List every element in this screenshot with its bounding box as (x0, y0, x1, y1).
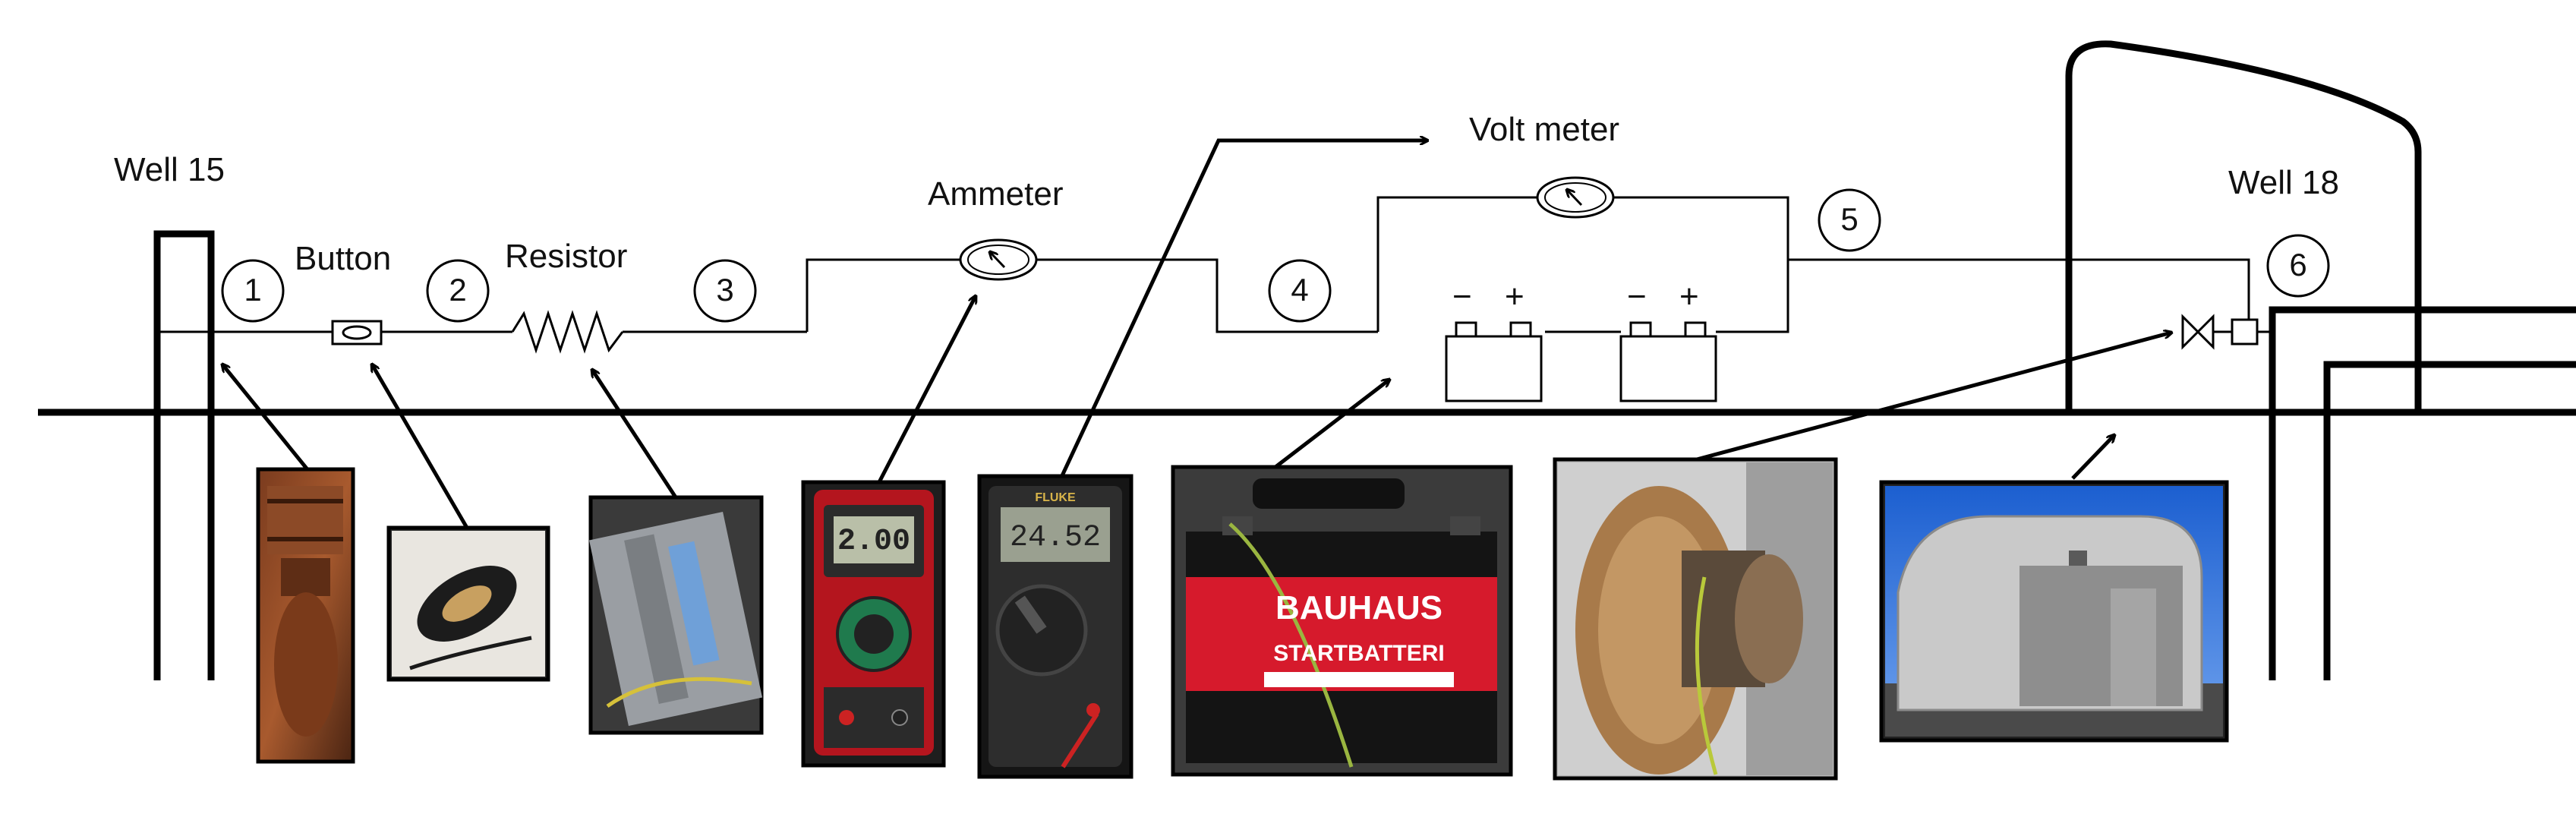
battery-2-plus: + (1679, 278, 1699, 315)
node-number: 1 (244, 272, 261, 308)
battery-1-plus: + (1505, 278, 1524, 315)
voltmeter-symbol (1536, 176, 1615, 219)
voltmeter-photo: FLUKE 24.52 (977, 474, 1134, 779)
wellhead-photo (256, 467, 355, 764)
node-marker-6: 6 (2266, 234, 2330, 298)
ammeter-photo: 2.00 (801, 480, 946, 768)
button-label: Button (295, 240, 391, 277)
resistor-label: Resistor (505, 238, 627, 275)
node-number: 2 (449, 272, 466, 308)
valve-symbol (2181, 314, 2272, 350)
node-number: 4 (1291, 272, 1308, 308)
well-18-shelter-outline (2065, 40, 2422, 412)
voltmeter-photo-display: 24.52 (1010, 521, 1101, 555)
node-marker-4: 4 (1268, 259, 1332, 323)
node-marker-1: 1 (221, 259, 285, 323)
voltmeter-photo-brand: FLUKE (1035, 491, 1076, 504)
ammeter-symbol (959, 238, 1038, 281)
battery-photo-type: STARTBATTERI (1273, 641, 1445, 666)
battery-2-minus: − (1627, 278, 1647, 315)
node-marker-3: 3 (693, 259, 757, 323)
valve-photo (1553, 457, 1838, 781)
battery-photo: BAUHAUS STARTBATTERI (1171, 465, 1513, 777)
resistor-photo (588, 495, 764, 735)
ammeter-label: Ammeter (928, 175, 1063, 213)
battery-1-symbol (1445, 321, 1543, 402)
resistor-symbol (511, 310, 624, 354)
node-number: 3 (716, 272, 733, 308)
battery-2-symbol (1619, 321, 1717, 402)
well-15-casing (153, 230, 215, 680)
shelter-photo (1879, 480, 2229, 743)
node-number: 5 (1840, 201, 1858, 237)
button-symbol (331, 320, 383, 345)
well-18-label: Well 18 (2228, 164, 2339, 201)
voltmeter-label: Volt meter (1469, 111, 1619, 148)
button-photo (386, 525, 550, 682)
well-15-label: Well 15 (114, 151, 225, 188)
pointer-arrows (222, 140, 2171, 529)
battery-photo-brand: BAUHAUS (1275, 589, 1442, 626)
node-marker-5: 5 (1818, 188, 1881, 252)
node-number: 6 (2289, 247, 2306, 282)
ammeter-photo-display: 2.00 (837, 525, 910, 559)
well-18-casing (2269, 306, 2576, 680)
node-marker-2: 2 (426, 259, 490, 323)
battery-1-minus: − (1452, 278, 1472, 315)
